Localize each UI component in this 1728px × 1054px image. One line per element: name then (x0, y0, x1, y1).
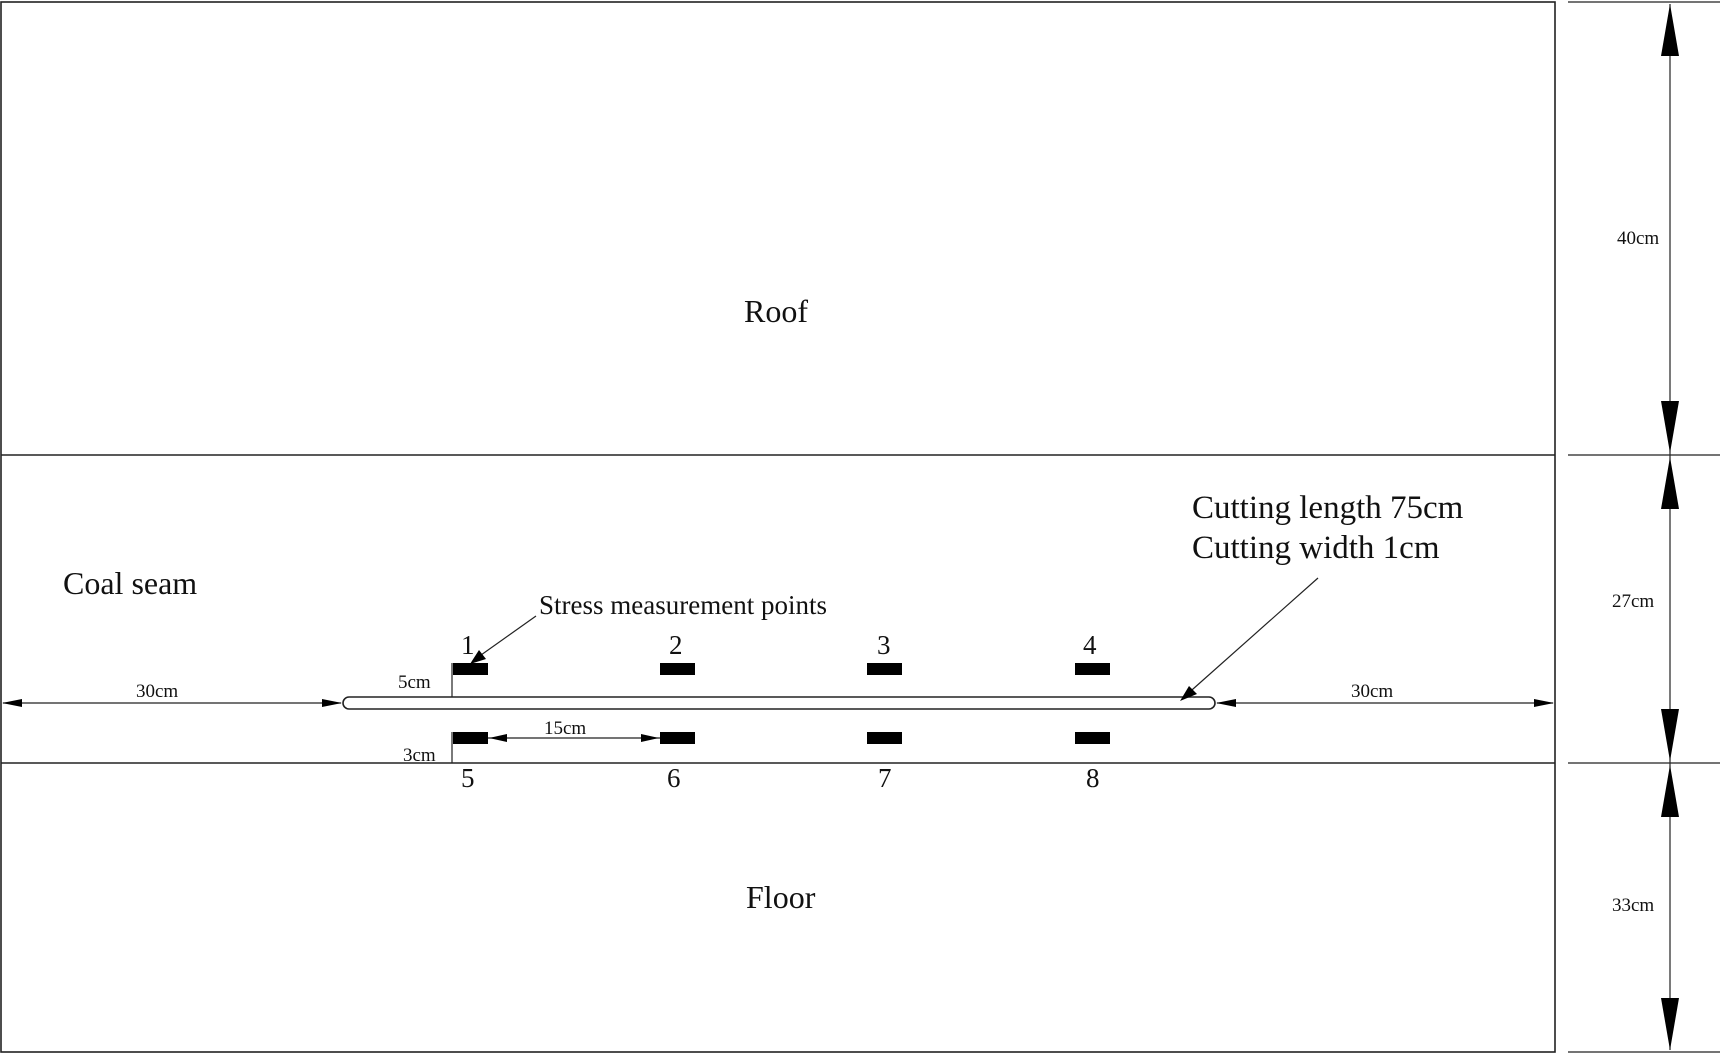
cutting-slot (342, 696, 1216, 710)
arrow-up-floor-top (1661, 765, 1679, 817)
right-margin-arrow-right (1534, 699, 1554, 707)
right-margin-label: 30cm (1351, 681, 1393, 702)
stress-points-leader-arrow (470, 650, 486, 664)
stress-gauge-2 (660, 663, 695, 675)
cutting-leader-arrow (1180, 686, 1197, 701)
point-label-2: 2 (669, 630, 683, 660)
arrow-up-roof-top (1661, 4, 1679, 56)
left-margin-arrow-left (2, 699, 22, 707)
point-label-4: 4 (1083, 630, 1097, 660)
stress-gauge-5 (453, 732, 488, 744)
stress-points-annotation: Stress measurement points (539, 590, 827, 620)
floor-height-label: 33cm (1612, 895, 1654, 916)
point-label-5: 5 (461, 763, 475, 793)
point-label-6: 6 (667, 763, 681, 793)
point-label-3: 3 (877, 630, 891, 660)
stress-points-leader (473, 615, 537, 661)
coal-seam-label: Coal seam (63, 565, 197, 601)
stress-gauge-4 (1075, 663, 1110, 675)
seam-height-label: 27cm (1612, 591, 1654, 612)
stress-gauge-8 (1075, 732, 1110, 744)
model-frame (0, 1, 1556, 1053)
arrow-down-seam-bottom (1661, 709, 1679, 761)
spacing-arrow-left (489, 734, 507, 742)
right-margin-arrow-left (1216, 699, 1236, 707)
stress-gauge-1 (453, 663, 488, 675)
spacing-label: 15cm (544, 718, 586, 739)
stress-gauge-6 (660, 732, 695, 744)
point-label-8: 8 (1086, 763, 1100, 793)
arrow-up-seam-top (1661, 457, 1679, 509)
floor-label: Floor (746, 879, 816, 915)
roof-height-label: 40cm (1617, 228, 1659, 249)
lower-offset-label: 3cm (403, 745, 436, 766)
spacing-arrow-right (641, 734, 659, 742)
arrow-down-floor-bottom (1661, 998, 1679, 1050)
stress-gauge-3 (867, 663, 902, 675)
cutting-width-label: Cutting width 1cm (1192, 530, 1440, 566)
stress-gauge-7 (867, 732, 902, 744)
left-margin-label: 30cm (136, 681, 178, 702)
left-margin-arrow-right (322, 699, 342, 707)
point-label-1: 1 (461, 630, 475, 660)
point-label-7: 7 (878, 763, 892, 793)
cutting-leader (1183, 577, 1319, 698)
upper-offset-label: 5cm (398, 672, 431, 693)
arrow-down-roof-bottom (1661, 401, 1679, 453)
roof-label: Roof (744, 293, 808, 329)
cutting-length-label: Cutting length 75cm (1192, 490, 1464, 526)
